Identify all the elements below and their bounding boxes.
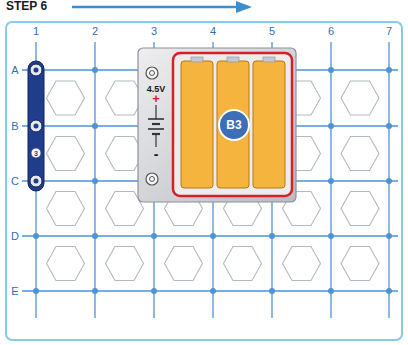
grid-dot [269, 288, 275, 294]
step-arrowhead [236, 1, 252, 13]
grid-dot [210, 233, 216, 239]
grid-dot [328, 288, 334, 294]
column-number: 2 [91, 26, 99, 37]
board-hexagon [47, 192, 85, 226]
board-grid [22, 42, 398, 318]
column-number: 5 [268, 26, 276, 37]
grid-dot [33, 233, 39, 239]
row-letter: B [10, 121, 19, 132]
grid-dot [92, 233, 98, 239]
grid-dot [328, 233, 334, 239]
part-number: B3 [226, 119, 241, 131]
grid-dot [92, 67, 98, 73]
board-frame [6, 22, 402, 340]
grid-dot [92, 288, 98, 294]
grid-dot [386, 67, 392, 73]
column-number: 3 [150, 26, 158, 37]
grid-dot [269, 233, 275, 239]
row-letter: A [10, 65, 19, 76]
row-letter: E [10, 286, 19, 297]
step-arrow [72, 6, 238, 9]
wire-number: 3 [34, 150, 38, 157]
board-hexagon [165, 247, 203, 281]
grid-dot [386, 288, 392, 294]
column-number: 4 [209, 26, 217, 37]
grid-dot [386, 123, 392, 129]
plus-sign: + [152, 92, 160, 105]
wire-body [27, 60, 45, 192]
board-hexagon [224, 247, 262, 281]
column-number: 7 [385, 26, 393, 37]
board-hexagon [47, 247, 85, 281]
board-hexagon [283, 247, 321, 281]
grid-dot [386, 178, 392, 184]
board-hexagon [106, 247, 144, 281]
grid-dot [92, 123, 98, 129]
board-hexagon [341, 137, 379, 171]
grid-dot [328, 67, 334, 73]
board-hexagon [341, 247, 379, 281]
column-number: 6 [327, 26, 335, 37]
board-hexagon [47, 81, 85, 115]
row-letter: D [10, 231, 20, 242]
snap-wire: 3 [27, 60, 45, 192]
battery-holder: 4.5V+-B3 [137, 47, 297, 203]
board-hexagon [47, 137, 85, 171]
grid-dot [328, 178, 334, 184]
grid-dot [151, 288, 157, 294]
grid-dot [33, 288, 39, 294]
grid-dot [386, 233, 392, 239]
board-hexagon [341, 81, 379, 115]
grid-dot [151, 233, 157, 239]
row-letter: C [10, 176, 20, 187]
grid-dot [210, 288, 216, 294]
battery-body [137, 47, 297, 203]
minus-sign: - [154, 147, 159, 161]
step-title: STEP 6 [6, 0, 47, 12]
grid-dot [92, 178, 98, 184]
grid-dot [328, 123, 334, 129]
board-hexagon [341, 192, 379, 226]
column-number: 1 [32, 26, 40, 37]
